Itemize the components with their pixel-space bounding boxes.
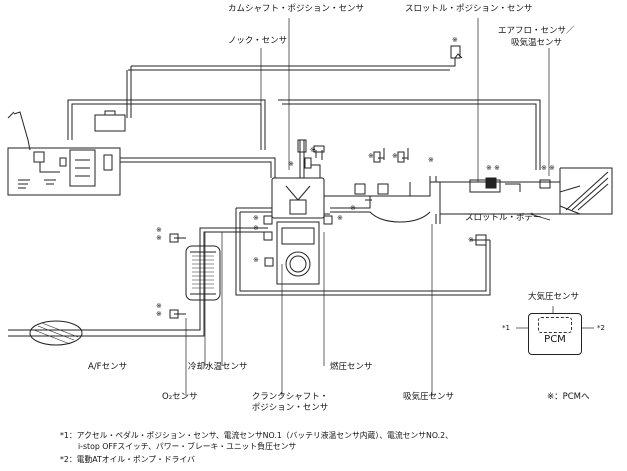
label-pcm-note: ※：PCMへ <box>547 392 590 402</box>
pcm-ref-2: *2 <box>597 324 605 332</box>
pcm-marker: ※ <box>428 156 434 164</box>
pcm-marker: ※ <box>156 310 162 318</box>
label-fuel-pressure-sensor: 燃圧センサ <box>330 362 373 372</box>
pcm-ref-1: *1 <box>502 324 510 332</box>
pcm-marker: ※ <box>253 256 259 264</box>
footnote-1-line1: *1：アクセル・ペダル・ポジション・センサ、電流センサNO.1（バッテリ液温セン… <box>60 431 453 440</box>
footnote-1-line2: i-stop OFFスイッチ、パワー・ブレーキ・ユニット負圧センサ <box>78 442 297 451</box>
label-throttle-position-sensor: スロットル・ポジション・センサ <box>405 4 533 14</box>
label-coolant-temp-sensor: 冷却水温センサ <box>188 362 248 372</box>
purge-pipe <box>67 99 266 150</box>
label-throttle-body: スロットル・ボデー <box>465 213 542 223</box>
pcm-marker: ※ <box>549 164 555 172</box>
pressure-line-lower <box>435 214 490 246</box>
label-o2-sensor: O₂センサ <box>162 392 198 402</box>
pcm-marker: ※ <box>288 160 294 168</box>
intake-manifold <box>324 176 441 223</box>
pcm-marker: ※ <box>156 234 162 242</box>
intake-upper-pipe <box>278 99 541 170</box>
label-crankshaft-sensor-line2: ポジション・センサ <box>251 403 329 413</box>
pcm-marker: ※ <box>350 204 356 212</box>
exhaust-system <box>8 227 268 346</box>
throttle-body <box>440 177 581 215</box>
footnote-2: *2：電動ATオイル・ポンプ・ドライバ <box>60 455 195 464</box>
coolant-loop <box>235 207 491 296</box>
pcm-internal-sensor <box>538 317 572 333</box>
pcm-marker: ※ <box>486 164 492 172</box>
label-camshaft-position-sensor: カムシャフト・ポジション・センサ <box>228 4 365 14</box>
pcm-marker: ※ <box>337 214 343 222</box>
pcm-marker: ※ <box>368 152 374 160</box>
pcm-marker: ※ <box>494 164 500 172</box>
engine-block <box>271 139 325 285</box>
label-airflow-sensor-line1: エアフロ・センサ／ <box>498 26 575 36</box>
pcm-marker: ※ <box>452 36 458 44</box>
pcm-marker: ※ <box>253 214 259 222</box>
label-knock-sensor: ノック・センサ <box>228 36 288 46</box>
label-barometric-pressure-sensor: 大気圧センサ <box>528 292 580 302</box>
label-intake-pressure-sensor: 吸気圧センサ <box>403 392 455 402</box>
fuel-line <box>120 157 276 178</box>
label-crankshaft-sensor-line1: クランクシャフト・ <box>251 392 329 402</box>
pcm-module: PCM <box>528 313 582 355</box>
pcm-marker: ※ <box>392 152 398 160</box>
pcm-marker: ※ <box>541 164 547 172</box>
fuel-tank <box>7 111 121 196</box>
pcm-marker: ※ <box>156 302 162 310</box>
pcm-marker: ※ <box>468 236 474 244</box>
pcm-marker: ※ <box>310 146 316 154</box>
label-af-sensor: A/Fセンサ <box>88 362 128 372</box>
pcm-marker: ※ <box>156 226 162 234</box>
air-cleaner <box>559 167 613 215</box>
sensor-connectors <box>263 148 409 267</box>
label-airflow-sensor-line2: 吸気温センサ <box>511 38 563 48</box>
pcm-marker: ※ <box>253 224 259 232</box>
pcm-label: PCM <box>544 334 566 345</box>
vapor-pipe-top <box>126 45 463 118</box>
